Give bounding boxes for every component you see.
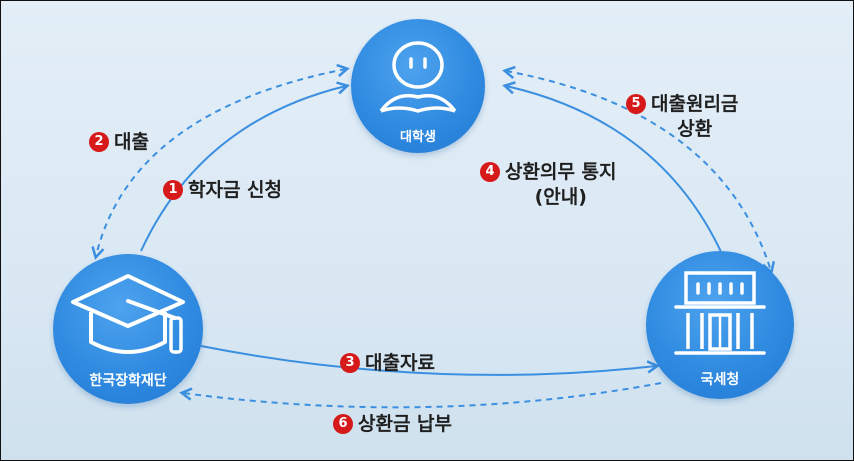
step-5-label: 5 대출원리금 상환	[626, 92, 738, 142]
government-building-icon	[674, 271, 766, 355]
step-6-label: 6 상환금 납부	[333, 412, 452, 437]
step-number-badge: 6	[333, 414, 353, 434]
step-text: 대출자료	[365, 352, 435, 374]
arrow-step-3	[200, 345, 660, 376]
graduation-cap-icon	[71, 274, 185, 354]
step-number-badge: 1	[163, 180, 183, 200]
step-text: 대출원리금 상환	[651, 93, 739, 140]
node-label-nts: 국세청	[700, 372, 740, 388]
node-foundation: 한국장학재단	[53, 254, 203, 404]
arrow-step-1	[140, 81, 350, 252]
student-reading-icon	[379, 41, 457, 113]
step-number-badge: 3	[340, 353, 360, 373]
node-label-foundation: 한국장학재단	[89, 373, 167, 389]
step-4-label: 4 상환의무 통지 (안내)	[480, 160, 617, 210]
arrow-step-6	[179, 382, 662, 409]
step-text: 상환의무 통지 (안내)	[505, 161, 617, 208]
node-student: 대학생	[351, 19, 485, 153]
arrow-step-5	[502, 65, 776, 275]
step-3-label: 3 대출자료	[340, 351, 435, 376]
step-text: 대출	[114, 131, 149, 153]
step-2-label: 2 대출	[89, 130, 149, 155]
step-number-badge: 2	[89, 132, 109, 152]
step-number-badge: 4	[480, 162, 500, 182]
step-text: 학자금 신청	[188, 179, 283, 201]
step-text: 상환금 납부	[358, 413, 453, 435]
node-label-student: 대학생	[400, 130, 436, 145]
step-1-label: 1 학자금 신청	[163, 178, 282, 203]
node-nts: 국세청	[646, 251, 794, 399]
step-number-badge: 5	[626, 94, 646, 114]
